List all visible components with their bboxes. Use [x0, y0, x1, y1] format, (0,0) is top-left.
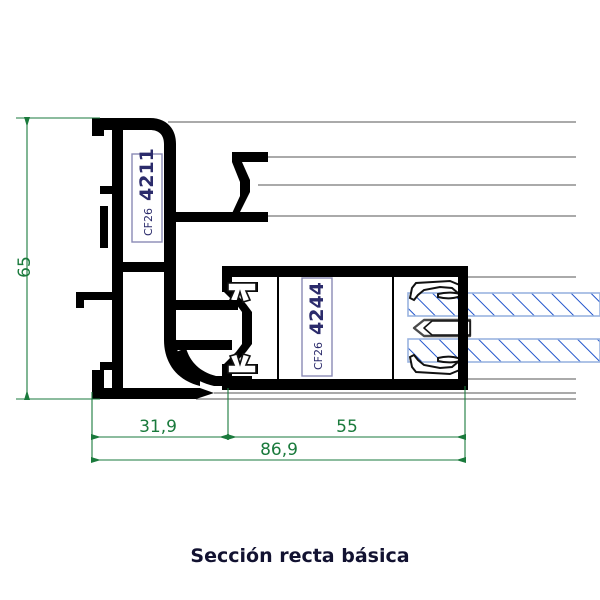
sash-bottom-wall: [222, 379, 468, 390]
sash-top-wall: [222, 266, 468, 277]
part-label-4211-code: 4211: [136, 148, 158, 201]
frame-lower-rebate-arm-2: [176, 340, 232, 350]
interlock-gasket-top: [227, 282, 257, 303]
part-label-4211-box: [131, 153, 163, 243]
drawing-caption: Sección recta básica: [190, 545, 409, 567]
frame-upper-rebate-stub: [164, 206, 176, 216]
upper-rebate-hook: [228, 152, 268, 222]
frame-inner-web: [112, 118, 123, 398]
frame-lower-rebate-arm: [176, 300, 238, 310]
dim-text-86-9: 86,9: [260, 440, 298, 460]
part-label-4244-box: [301, 277, 333, 377]
frame-bottom-notch: [96, 370, 104, 380]
frame-fin-middle: [76, 292, 123, 300]
part-label-4244-prefix: CF26: [312, 342, 325, 370]
glass-pane-inner: [407, 338, 600, 363]
sash-interlock-body: [222, 266, 252, 390]
part-label-4211-prefix: CF26: [142, 208, 155, 236]
upper-rebate-base: [176, 212, 240, 222]
glazing-gasket-bottom: [408, 353, 468, 376]
glazing-gasket-top: [408, 279, 468, 302]
frame-bottom-flange: [92, 388, 214, 399]
interlock-gaskets: [227, 282, 257, 374]
sash-right-wall: [458, 266, 468, 390]
glazing-unit: [407, 292, 600, 363]
dimension-texts: 65 31,9 55 86,9: [15, 256, 358, 460]
dim-text-65: 65: [15, 256, 35, 278]
dim-text-55: 55: [336, 417, 358, 437]
dimension-annotations: [16, 117, 466, 463]
frame-interlock-hook: [176, 348, 252, 386]
frame-right-wall-lower: [164, 272, 200, 386]
frame-chamber-divider: [112, 262, 176, 272]
frame-fin-lower: [100, 362, 123, 370]
frame-rib-vertical: [100, 206, 108, 248]
thin-extension-lines: [168, 121, 576, 400]
dim-text-31-9: 31,9: [139, 417, 177, 437]
frame-left-wall-top: [92, 118, 100, 132]
part-label-4244-code: 4244: [306, 282, 328, 335]
frame-fin-upper: [100, 186, 123, 194]
part-label-4244: CF26 4244: [301, 277, 333, 377]
frame-fin-middle-return: [76, 292, 84, 308]
frame-profile-4211: [76, 118, 252, 399]
part-label-4211: CF26 4211: [131, 148, 163, 243]
upper-rebate-leg: [176, 152, 268, 222]
glazing-gaskets: [408, 279, 468, 376]
interlock-gasket-bottom: [227, 353, 257, 374]
sash-internal-walls: [277, 277, 394, 379]
glass-pane-outer: [407, 292, 600, 317]
